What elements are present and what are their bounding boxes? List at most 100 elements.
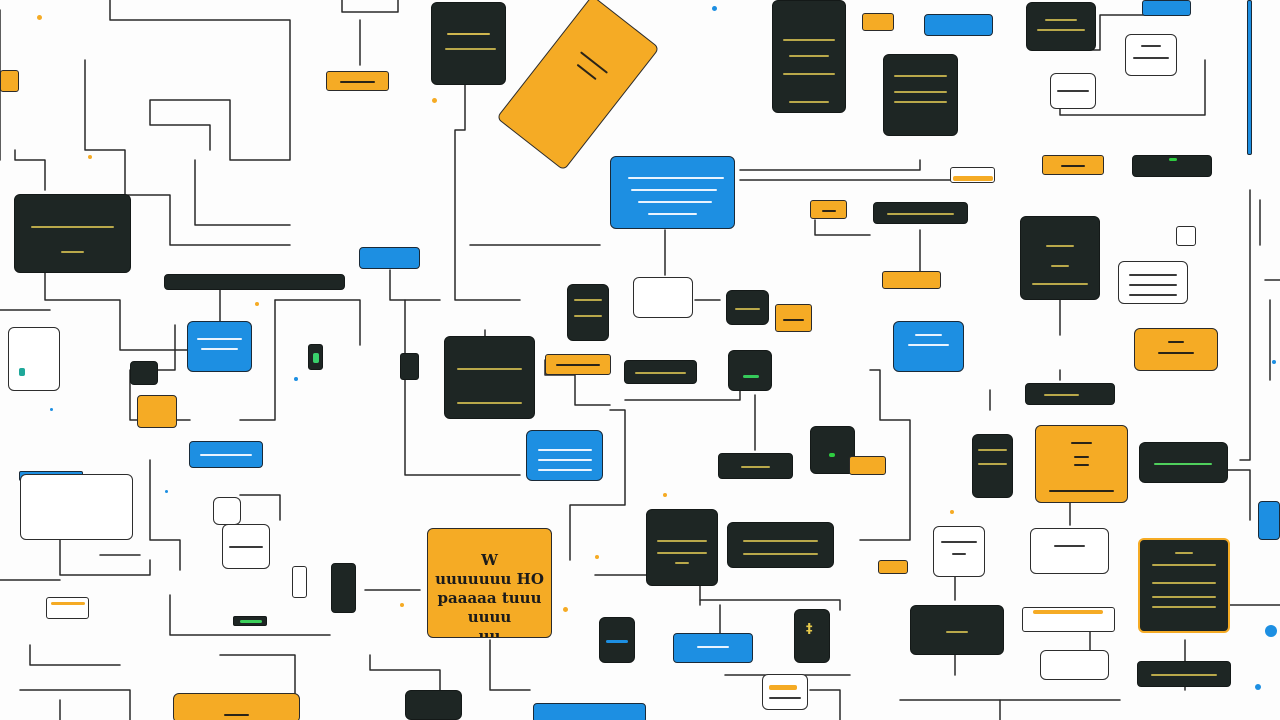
diagram-node <box>14 194 131 273</box>
diagram-node <box>1118 261 1188 304</box>
diagram-node <box>1138 538 1230 633</box>
featured-line: uuuu <box>467 608 512 626</box>
diagram-node <box>718 453 793 479</box>
diagram-node <box>1025 383 1115 405</box>
diagram-node <box>772 0 846 113</box>
diagram-node <box>1040 650 1109 680</box>
diagram-node <box>1176 226 1196 246</box>
diagram-node <box>726 290 769 325</box>
accent-dot <box>165 490 168 493</box>
featured-line: uuuuuuu HO <box>435 570 544 588</box>
diagram-node <box>405 690 462 720</box>
diagram-node <box>883 54 958 136</box>
accent-dot <box>432 98 437 103</box>
diagram-node <box>326 71 389 91</box>
diagram-node <box>610 156 735 229</box>
accent-dot <box>1265 625 1277 637</box>
diagram-node <box>222 524 270 569</box>
featured-node-text: W uuuuuuu HO paaaaa tuuu uuuu uu <box>428 551 551 638</box>
diagram-node <box>1132 155 1212 177</box>
diagram-node <box>893 321 964 372</box>
diagram-node <box>624 360 697 384</box>
accent-dot <box>294 377 298 381</box>
accent-dot <box>50 408 53 411</box>
diagram-node <box>359 247 420 269</box>
diagram-node <box>882 271 941 289</box>
featured-line: uu <box>478 627 501 638</box>
diagram-node <box>1247 0 1252 155</box>
featured-node: W uuuuuuu HO paaaaa tuuu uuuu uu <box>427 528 552 638</box>
diagram-node <box>526 430 603 481</box>
diagram-node <box>187 321 252 372</box>
diagram-node <box>775 304 812 332</box>
diagram-node <box>233 616 267 626</box>
diagram-node <box>1022 607 1115 632</box>
diagram-node <box>1020 216 1100 300</box>
diagram-node <box>137 395 177 428</box>
diagram-node <box>810 200 847 219</box>
diagram-node <box>878 560 908 574</box>
diagram-node <box>8 327 60 391</box>
accent-dot <box>563 607 568 612</box>
diagram-node <box>599 617 635 663</box>
accent-dot <box>1272 360 1276 364</box>
diagram-node <box>1142 0 1191 16</box>
diagram-node <box>1042 155 1104 175</box>
diagram-node <box>46 597 89 619</box>
diagram-node <box>292 566 307 598</box>
diagram-node <box>1026 2 1096 51</box>
diagram-node <box>1030 528 1109 574</box>
diagram-node <box>646 509 718 586</box>
featured-line: paaaaa tuuu <box>437 589 542 607</box>
accent-dot <box>1255 684 1261 690</box>
diagram-node <box>950 167 995 183</box>
diagram-node <box>1137 661 1231 687</box>
diagram-node <box>727 522 834 568</box>
diagram-node <box>533 703 646 720</box>
diagram-node: ‡ <box>794 609 830 663</box>
accent-dot <box>255 302 259 306</box>
diagram-node <box>1035 425 1128 503</box>
accent-dot <box>37 15 42 20</box>
featured-line: W <box>481 551 498 569</box>
accent-dot <box>663 493 667 497</box>
diagram-node <box>849 456 886 475</box>
diagram-node <box>331 563 356 613</box>
diagram-node <box>444 336 535 419</box>
diagram-node <box>933 526 985 577</box>
accent-dot <box>950 510 954 514</box>
diagram-node <box>862 13 894 31</box>
accent-dot <box>88 155 92 159</box>
diagram-node <box>1125 34 1177 76</box>
diagram-node <box>213 497 241 525</box>
accent-dot <box>595 555 599 559</box>
diagram-node <box>972 434 1013 498</box>
diagram-node <box>400 353 419 380</box>
diagram-node <box>762 674 808 710</box>
diagram-node <box>810 426 855 474</box>
diagram-node <box>308 344 323 370</box>
diagram-node <box>0 70 19 92</box>
accent-dot <box>712 6 717 11</box>
diagram-node <box>673 633 753 663</box>
diagram-node <box>728 350 772 391</box>
diagram-node <box>567 284 609 341</box>
diagram-node <box>164 274 345 290</box>
diagram-node <box>1134 328 1218 371</box>
diagram-node <box>1050 73 1096 109</box>
diagram-node <box>545 354 611 375</box>
diagram-node <box>1139 442 1228 483</box>
diagram-node <box>189 441 263 468</box>
diagram-node <box>910 605 1004 655</box>
diagram-node <box>633 277 693 318</box>
diagram-node <box>431 2 506 85</box>
diagram-node <box>20 474 133 540</box>
diagram-node <box>1258 501 1280 540</box>
diagram-node <box>130 361 158 385</box>
diagram-node <box>873 202 968 224</box>
diagram-node <box>924 14 993 36</box>
diagram-node <box>173 693 300 720</box>
accent-dot <box>400 603 404 607</box>
